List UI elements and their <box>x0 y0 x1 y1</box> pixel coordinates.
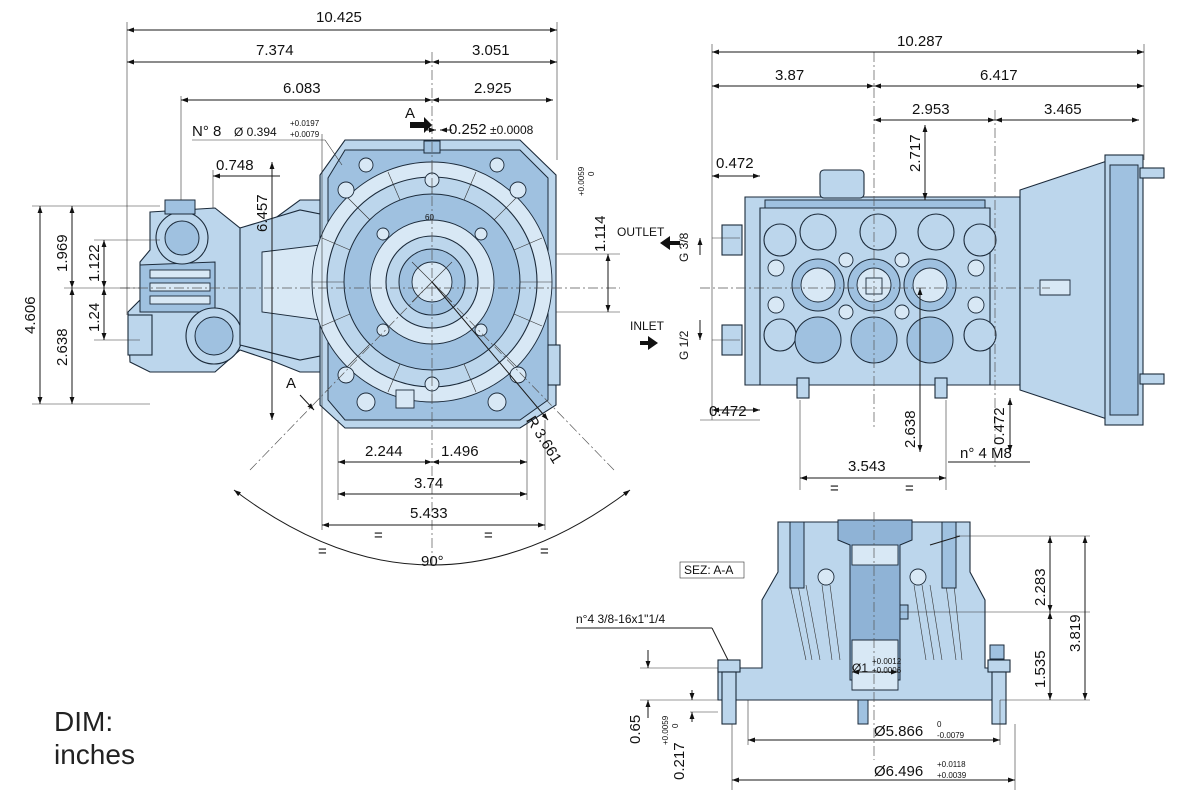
units-value: inches <box>54 739 135 770</box>
eq-mark-1: = <box>374 527 383 544</box>
n8-diameter: Ø 0.394 <box>234 125 277 139</box>
dim-3051: 3.051 <box>472 42 510 59</box>
eq-mark-4: = <box>540 543 549 560</box>
dim-1496: 1.496 <box>441 443 479 460</box>
section-view: SEZ: A-A <box>576 512 1090 790</box>
dim-3543: 3.543 <box>848 458 886 475</box>
eq-mark-2: = <box>484 527 493 544</box>
dim-0217-tol-dn: 0 <box>671 723 680 728</box>
dim-7374: 7.374 <box>256 42 294 59</box>
dim-2244: 2.244 <box>365 443 403 460</box>
dim-6457: 6.457 <box>254 194 271 232</box>
inlet-label: INLET <box>630 319 665 333</box>
dim-6083: 6.083 <box>283 80 321 97</box>
dim-1535: 1.535 <box>1032 650 1049 688</box>
dia-1: Ø1 +0.0012 +0.0006 <box>852 657 902 675</box>
dia-1-tol-up: +0.0012 <box>872 657 902 666</box>
dim-0472-bottom: 0.472 <box>709 403 747 420</box>
pump-head-front <box>127 199 326 373</box>
dim-4606: 4.606 <box>22 296 39 334</box>
dim-0472-top: 0.472 <box>716 155 754 172</box>
n8-label: N° 8 <box>192 123 221 140</box>
dim-0252-tol: ±0.0008 <box>490 123 534 137</box>
section-mark-a-top: A <box>405 105 415 122</box>
dim-3465: 3.465 <box>1044 101 1082 118</box>
eq-mark-6: = <box>905 480 914 497</box>
dim-3819: 3.819 <box>1067 614 1084 652</box>
thread-n4-m8: n° 4 M8 <box>960 445 1012 462</box>
section-label: SEZ: A-A <box>684 563 733 577</box>
dia-1-label: Ø1 <box>852 661 868 675</box>
dim-2283: 2.283 <box>1032 568 1049 606</box>
dim-065: 0.65 <box>627 715 644 744</box>
dim-1114-tol-up: +0.0059 <box>577 166 586 196</box>
side-view: 10.287 3.87 6.417 2.953 3.465 2.717 0.47… <box>617 33 1165 497</box>
dia-5866-tol-up: 0 <box>937 720 942 729</box>
dim-10287: 10.287 <box>897 33 943 50</box>
dim-2638-side: 2.638 <box>902 410 919 448</box>
units-label: DIM: <box>54 706 113 737</box>
dim-2925: 2.925 <box>474 80 512 97</box>
dim-0472-side: 0.472 <box>991 407 1008 445</box>
outlet-thread: G 3/8 <box>677 232 691 262</box>
dim-5433: 5.433 <box>410 505 448 522</box>
eq-mark-3: = <box>318 543 327 560</box>
dim-0252: 0.252 <box>449 121 487 138</box>
dim-2717: 2.717 <box>907 134 924 172</box>
dim-1122: 1.122 <box>86 244 103 282</box>
dia-5866-label: Ø5.866 <box>874 723 923 740</box>
crankcase-front: 60 <box>311 139 561 429</box>
n8-tol-dn: +0.0079 <box>290 130 320 139</box>
dim-374: 3.74 <box>414 475 443 492</box>
dim-6417: 6.417 <box>980 67 1018 84</box>
dia-6496-tol-up: +0.0118 <box>937 760 966 769</box>
dim-0217-tol-up: +0.0059 <box>661 715 670 745</box>
dim-10425: 10.425 <box>316 9 362 26</box>
dim-387: 3.87 <box>775 67 804 84</box>
section-mark-a-bottom: A <box>286 375 296 392</box>
dia-5866: Ø5.866 0 -0.0079 <box>874 720 965 740</box>
dia-1-tol-dn: +0.0006 <box>872 666 902 675</box>
bolt-callout: n°4 3/8-16x1"1/4 <box>576 612 665 626</box>
dim-0217: 0.217 <box>671 742 688 780</box>
inlet-thread: G 1/2 <box>677 330 691 360</box>
n8-tol-up: +0.0197 <box>290 119 320 128</box>
dim-1114-tol-dn: 0 <box>587 171 596 176</box>
callout-n8-holes: N° 8 Ø 0.394 +0.0197 +0.0079 <box>192 119 343 166</box>
dia-6496: Ø6.496 +0.0118 +0.0039 <box>874 760 967 780</box>
dim-0748: 0.748 <box>216 157 254 174</box>
dim-2638: 2.638 <box>54 328 71 366</box>
dim-124: 1.24 <box>86 303 103 332</box>
dim-2953: 2.953 <box>912 101 950 118</box>
face-mark: 60 <box>425 213 434 222</box>
angle-90: 90° <box>421 553 444 570</box>
dia-6496-tol-dn: +0.0039 <box>937 771 967 780</box>
eq-mark-5: = <box>830 480 839 497</box>
front-view: 60 <box>22 9 631 570</box>
dim-1114: 1.114 <box>592 216 609 252</box>
dim-1969: 1.969 <box>54 234 71 272</box>
dia-6496-label: Ø6.496 <box>874 763 923 780</box>
dia-5866-tol-dn: -0.0079 <box>937 731 965 740</box>
outlet-label: OUTLET <box>617 225 665 239</box>
radius-3661: R 3.661 <box>523 413 565 467</box>
